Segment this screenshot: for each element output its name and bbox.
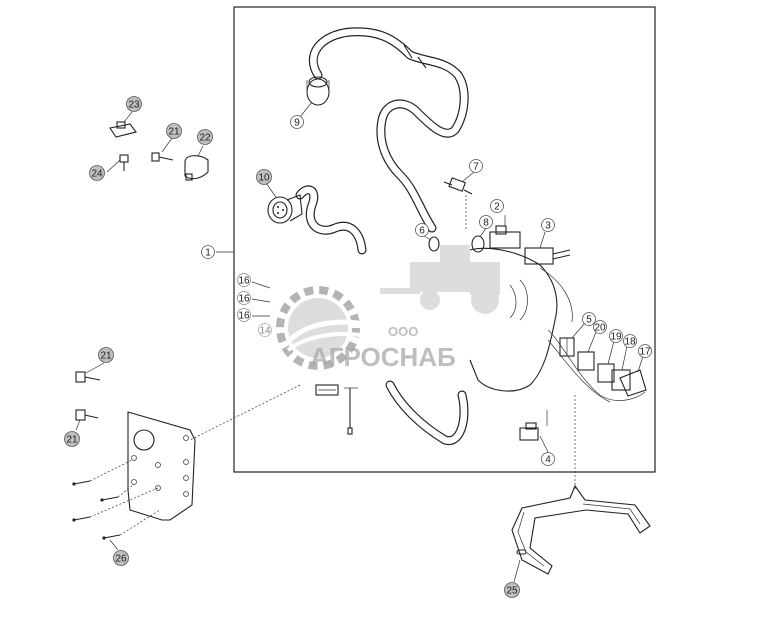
bolt-21-mid xyxy=(75,362,105,383)
svg-text:16: 16 xyxy=(238,311,250,322)
callout-17: 17 xyxy=(638,344,652,358)
svg-text:9: 9 xyxy=(294,118,300,129)
screws-26 xyxy=(72,459,161,551)
svg-text:7: 7 xyxy=(473,162,479,173)
svg-text:5: 5 xyxy=(586,315,592,326)
callout-5: 5 xyxy=(582,312,596,326)
callout-26: 26 xyxy=(113,550,129,566)
harvester-icon xyxy=(380,245,500,314)
bracket-3 xyxy=(524,231,571,265)
svg-text:4: 4 xyxy=(545,455,551,466)
connector-10 xyxy=(267,194,303,224)
callout-1: 1 xyxy=(201,245,215,259)
callout-2: 2 xyxy=(490,199,504,213)
callout-19: 19 xyxy=(609,329,623,343)
watermark-line2: АГРОСНАБ xyxy=(310,342,456,372)
manifold-body xyxy=(469,247,558,392)
svg-text:3: 3 xyxy=(545,221,551,232)
callout-16c: 16 xyxy=(237,308,251,322)
connector-18 xyxy=(611,345,631,391)
svg-text:23: 23 xyxy=(128,100,140,111)
callout-8: 8 xyxy=(479,215,493,229)
mounting-plate xyxy=(127,411,196,521)
callout-10: 10 xyxy=(256,169,272,185)
valve-block-2 xyxy=(489,215,521,249)
callout-4: 4 xyxy=(541,452,555,466)
callout-14: 14 xyxy=(258,323,272,337)
svg-text:16: 16 xyxy=(238,294,250,305)
svg-text:8: 8 xyxy=(483,218,489,229)
company-watermark: ООО АГРОСНАБ xyxy=(276,245,500,372)
callout-21a: 21 xyxy=(166,123,182,139)
clip-23 xyxy=(109,121,137,138)
bolt-21-top xyxy=(151,137,174,162)
callout-25: 25 xyxy=(504,582,520,598)
callout-9: 9 xyxy=(290,115,304,129)
connector-5 xyxy=(559,322,586,357)
harness-wires xyxy=(539,267,646,403)
callout-16b: 16 xyxy=(237,291,251,305)
svg-text:16: 16 xyxy=(238,276,250,287)
callout-21b: 21 xyxy=(98,347,114,363)
svg-text:2: 2 xyxy=(494,202,500,213)
assembly-frame xyxy=(233,6,656,473)
leader-9 xyxy=(299,101,313,118)
svg-text:14: 14 xyxy=(259,326,271,337)
clip-6 xyxy=(423,235,440,252)
callout-21c: 21 xyxy=(64,431,80,447)
connector-20 xyxy=(577,331,597,371)
callout-24: 24 xyxy=(89,165,105,181)
callout-18: 18 xyxy=(623,334,637,348)
callout-3: 3 xyxy=(541,218,555,232)
bolt-24 xyxy=(106,154,129,173)
watermark-line1: ООО xyxy=(388,324,418,339)
lower-hose xyxy=(385,380,469,446)
leader-23 xyxy=(123,111,133,123)
bracket-22 xyxy=(184,145,209,181)
connector-19 xyxy=(597,340,615,383)
callout-16a: 16 xyxy=(237,273,251,287)
svg-text:25: 25 xyxy=(506,586,518,597)
callout-22: 22 xyxy=(197,129,213,145)
svg-text:19: 19 xyxy=(610,332,622,343)
svg-text:21: 21 xyxy=(100,351,112,362)
leader-plate xyxy=(189,384,301,441)
fuse-holder xyxy=(315,384,358,435)
plug-9 xyxy=(306,76,330,106)
small-pins xyxy=(251,281,271,317)
svg-text:21: 21 xyxy=(168,127,180,138)
clip-8 xyxy=(471,227,487,253)
svg-text:22: 22 xyxy=(199,133,211,144)
sensor-7 xyxy=(443,177,473,195)
svg-text:17: 17 xyxy=(639,347,651,358)
callout-23: 23 xyxy=(126,96,142,112)
leader-7 xyxy=(461,171,475,183)
connector-17 xyxy=(619,355,647,397)
upper-hose xyxy=(308,27,469,233)
svg-text:10: 10 xyxy=(258,173,270,184)
callout-20: 20 xyxy=(593,320,607,334)
svg-text:6: 6 xyxy=(419,226,425,237)
svg-text:21: 21 xyxy=(66,435,78,446)
svg-text:26: 26 xyxy=(115,554,127,565)
svg-text:20: 20 xyxy=(594,323,606,334)
connector-4 xyxy=(519,410,549,453)
bracket-25 xyxy=(511,484,651,583)
gear-icon xyxy=(276,286,383,370)
leader-10 xyxy=(265,182,277,198)
callout-7: 7 xyxy=(469,159,483,173)
left-hose xyxy=(295,185,367,255)
svg-text:1: 1 xyxy=(205,248,211,259)
svg-text:24: 24 xyxy=(91,169,103,180)
bolt-21-low xyxy=(75,409,99,431)
svg-text:18: 18 xyxy=(624,337,636,348)
callout-6: 6 xyxy=(415,223,429,237)
